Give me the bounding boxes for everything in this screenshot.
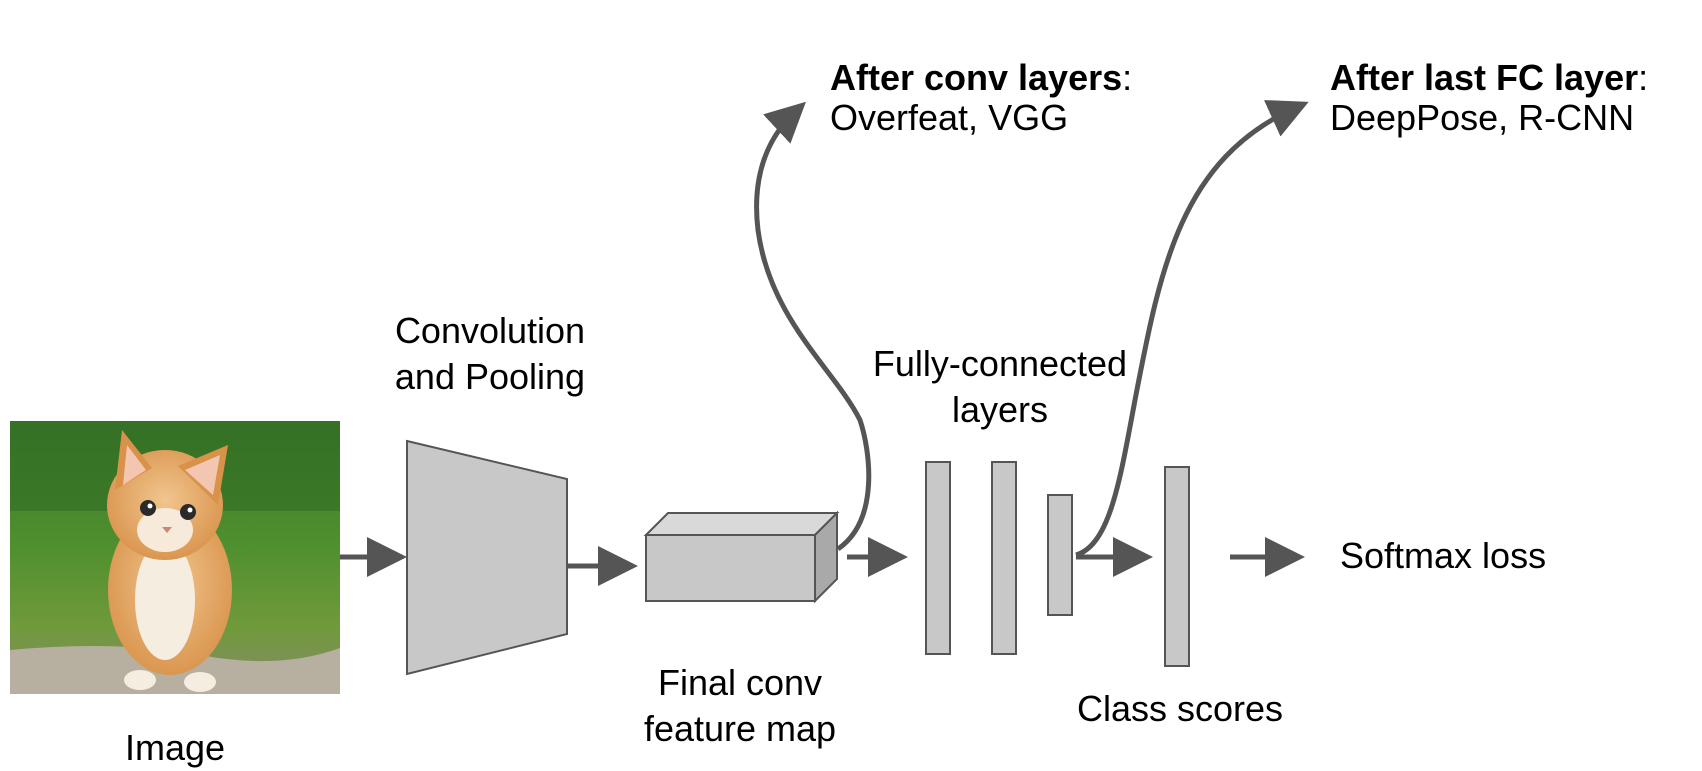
fc-layers-label-line2: layers <box>951 389 1049 430</box>
feature-map-label-line1: Final conv <box>657 662 823 703</box>
after-conv-annotation: After conv layers: Overfeat, VGG <box>830 58 1132 138</box>
after-fc-title: After last FC layer <box>1330 57 1639 98</box>
class-scores-label: Class scores <box>1076 688 1284 729</box>
class-scores-layer <box>1164 466 1190 667</box>
softmax-loss-label: Softmax loss <box>1340 535 1547 576</box>
conv-pool-trapezoid <box>406 439 568 676</box>
feature-map-label-line2: feature map <box>643 708 837 749</box>
curved-arrow-after-conv <box>754 101 872 552</box>
after-conv-colon: : <box>1122 57 1133 98</box>
after-fc-title-line: After last FC layer: <box>1330 58 1648 98</box>
conv-pool-label-line1: Convolution <box>394 310 586 351</box>
fc-layers-label-line1: Fully-connected <box>872 343 1128 384</box>
fc-layers-label: Fully-connected layers <box>850 341 1150 433</box>
after-fc-colon: : <box>1638 57 1649 98</box>
feature-map-box <box>643 510 840 604</box>
kitten-photo-icon <box>10 421 340 694</box>
curved-arrow-after-fc <box>1075 100 1309 558</box>
image-label: Image <box>124 727 226 768</box>
conv-pool-label: Convolution and Pooling <box>360 308 620 400</box>
after-fc-annotation: After last FC layer: DeepPose, R-CNN <box>1330 58 1648 138</box>
fc-layer-3 <box>1047 494 1073 616</box>
conv-pool-label-line2: and Pooling <box>394 356 586 397</box>
fc-layer-2 <box>991 461 1017 655</box>
after-conv-methods: Overfeat, VGG <box>830 97 1069 138</box>
feature-map-label: Final conv feature map <box>610 660 870 752</box>
after-conv-title: After conv layers <box>830 57 1123 98</box>
after-conv-title-line: After conv layers: <box>830 58 1132 98</box>
fc-layer-1 <box>925 461 951 655</box>
after-fc-methods: DeepPose, R-CNN <box>1330 97 1635 138</box>
